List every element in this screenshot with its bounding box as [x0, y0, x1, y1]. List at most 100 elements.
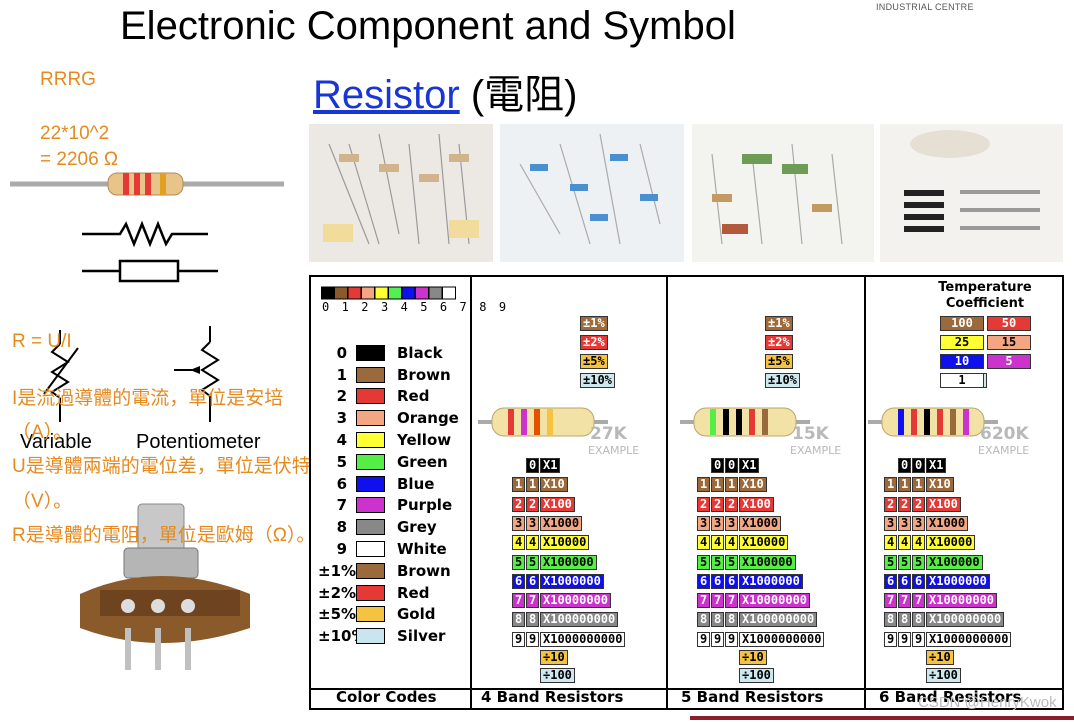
divider: [666, 275, 668, 710]
digit-chip: 7: [725, 593, 739, 609]
digit-chip: 8: [526, 612, 540, 628]
digit-chip: 6: [884, 573, 898, 589]
resistor-diagram: [868, 407, 998, 437]
multiplier-chip: X100000000: [926, 612, 1005, 628]
digit-chip: 6: [912, 573, 926, 589]
multiplier-chip: X10000: [540, 535, 590, 551]
potentiometer-image: [80, 503, 250, 670]
code-value: 2: [336, 387, 347, 406]
multiplier-chip: X10000000: [926, 593, 998, 609]
page-title: Electronic Component and Symbol: [120, 4, 736, 48]
digit-chip: 0: [898, 458, 912, 473]
digit-chip: 2: [526, 496, 540, 512]
digit-chip: 3: [912, 515, 926, 531]
multiplier-chip: X100000: [540, 554, 597, 570]
digit-chip: 7: [526, 593, 540, 609]
tolerance-chip: ±2%: [580, 335, 608, 350]
scale-swatch: [374, 286, 389, 300]
color-code-row: 6 Blue: [318, 473, 459, 495]
digit-chip: 2: [912, 496, 926, 512]
definition-notes: I是流過導體的電流，單位是安培（A）。 U是導體兩端的電位差，單位是伏特（V）。…: [12, 382, 332, 553]
example-label: EXAMPLE: [588, 444, 640, 457]
color-name: Black: [397, 343, 443, 362]
color-swatch: [356, 519, 385, 536]
multiplier-chip: X1000000000: [739, 631, 825, 647]
color-swatch: [356, 606, 385, 623]
multiplier-chip: X1: [926, 458, 947, 473]
divider: [309, 688, 1064, 690]
temp-title-2: Coefficient: [945, 296, 1025, 311]
scale-swatch: [415, 286, 429, 300]
divider: [864, 275, 866, 710]
color-name: Silver: [397, 627, 446, 646]
digit-chip: 2: [725, 496, 739, 512]
code-value: 8: [336, 518, 347, 537]
resistor-illustration: [10, 172, 284, 283]
digit-chip: 1: [526, 477, 540, 493]
color-swatch: [356, 628, 385, 645]
multiplier-chip: X10: [739, 477, 767, 493]
digit-chip: 4: [711, 535, 725, 551]
tolerance-chip: ±5%: [765, 354, 793, 369]
code-value: 7: [336, 496, 347, 515]
digit-chip: 0: [711, 458, 725, 473]
temp-coefficient-chip: 5: [987, 354, 1031, 369]
digit-chip: 7: [884, 593, 898, 609]
digit-chip: 8: [512, 612, 526, 628]
example-value: 27K: [590, 424, 627, 444]
code-value: 6: [336, 474, 347, 493]
example-label: EXAMPLE: [790, 444, 842, 457]
color-swatch: [356, 584, 385, 601]
tolerance-chip: ±10%: [765, 373, 800, 388]
digit-chip: 8: [697, 612, 711, 628]
digit-chip: 2: [697, 496, 711, 512]
multiplier-chip: X100: [739, 496, 774, 512]
color-code-row: ±10%Silver: [318, 625, 459, 647]
example-label: EXAMPLE: [978, 444, 1030, 457]
multiplier-chip: X10000: [739, 535, 789, 551]
color-swatch: [356, 497, 385, 514]
multiplier-chip: X1000: [926, 515, 969, 531]
tolerance-chip: ±5%: [580, 354, 608, 369]
multiplier-chip: X1000: [739, 515, 782, 531]
multiplier-chip: X1000: [540, 515, 583, 531]
code-value: 0: [336, 343, 347, 362]
multiplier-chip: X1000000: [739, 573, 803, 589]
multiplier-chip: X1: [540, 458, 561, 473]
digit-chip: 2: [898, 496, 912, 512]
digit-chip: 5: [912, 554, 926, 570]
note-voltage: U是導體兩端的電位差，單位是伏特（V）。: [12, 456, 311, 512]
color-name: Yellow: [397, 431, 452, 450]
resistor-photo-1: [309, 124, 493, 262]
color-name: Blue: [397, 474, 435, 493]
multiplier-chip: X100: [540, 496, 575, 512]
digit-chip: 5: [884, 554, 898, 570]
digit-chip: 8: [725, 612, 739, 628]
multiplier-chip: X100000: [926, 554, 983, 570]
digit-chip: 5: [711, 554, 725, 570]
tolerance-chip: ±1%: [580, 316, 608, 331]
digit-chip: 9: [697, 631, 711, 647]
color-code-row: ±2%Red: [318, 582, 459, 604]
digit-chip: 9: [512, 631, 526, 647]
code-value: 4: [336, 431, 347, 450]
color-name: Brown: [397, 561, 451, 580]
divider: [470, 275, 472, 710]
fraction-chip: ÷100: [540, 668, 575, 683]
color-swatch: [356, 562, 385, 579]
digit-chip: 6: [711, 573, 725, 589]
resistor-link[interactable]: Resistor: [313, 73, 460, 117]
digit-chip: 9: [884, 631, 898, 647]
color-swatch: [356, 432, 385, 449]
digit-chip: 1: [697, 477, 711, 493]
digit-chip: 3: [512, 515, 526, 531]
color-swatch: [356, 344, 385, 361]
digit-chip: 3: [884, 515, 898, 531]
digit-chip: 6: [898, 573, 912, 589]
